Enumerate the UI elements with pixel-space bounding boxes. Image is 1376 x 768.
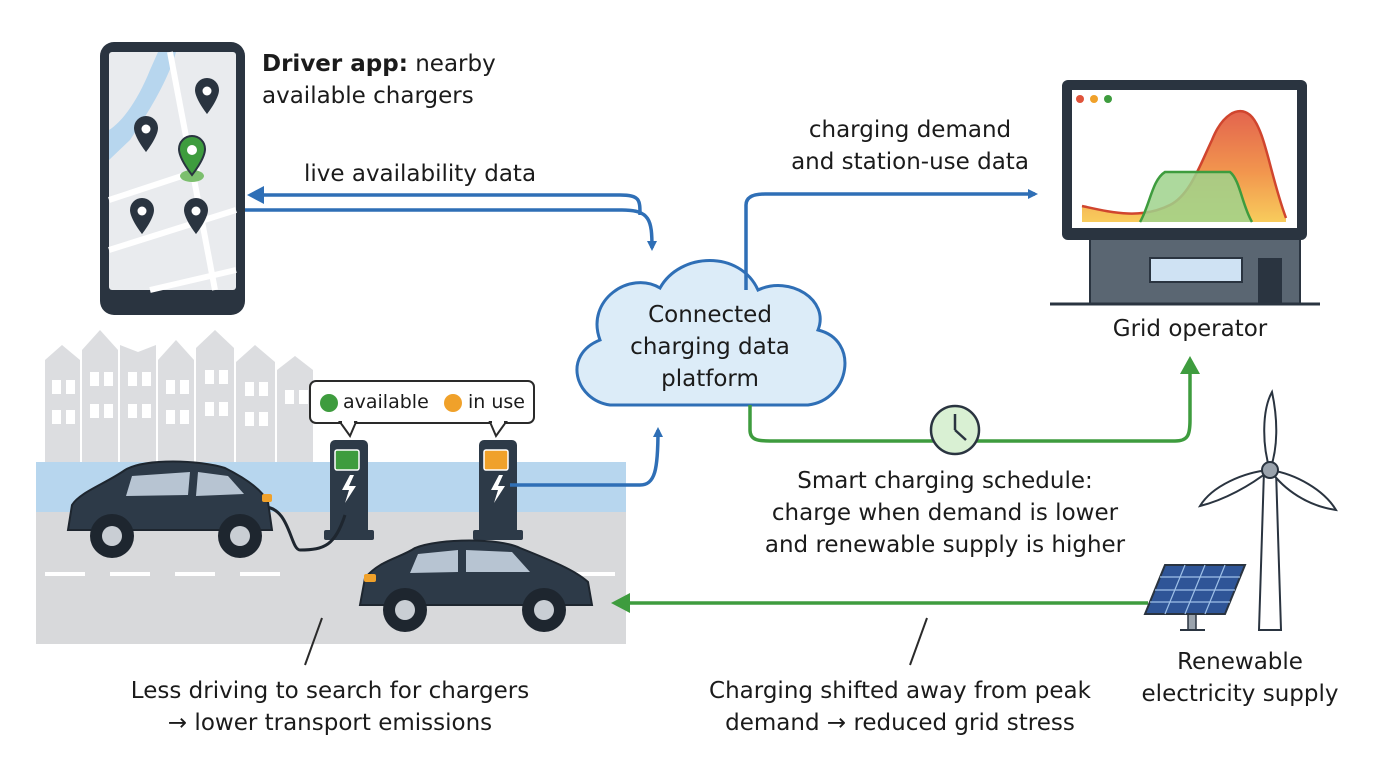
- charging-station-available: [324, 440, 374, 540]
- grid-outcome-1: Charging shifted away from peak: [709, 678, 1091, 704]
- live-availability-label: live availability data: [304, 161, 537, 187]
- driver-app-subtitle: available chargers: [262, 83, 474, 109]
- platform-label-1: Connected: [648, 302, 772, 328]
- platform-label-3: platform: [661, 366, 759, 392]
- in-use-dot: [444, 394, 462, 412]
- arrow-to-grid-operator: [1180, 356, 1200, 374]
- renewable-label-1: Renewable: [1177, 649, 1303, 675]
- schedule-label-1: Smart charging schedule:: [797, 468, 1093, 494]
- driver-app-title: Driver app: nearby: [262, 48, 496, 80]
- transport-outcome-2: → lower transport emissions: [167, 710, 493, 736]
- demand-data-label-1: charging demand: [808, 117, 1012, 143]
- renewable-label-2: electricity supply: [1141, 681, 1339, 707]
- driver-app-title-bold: Driver app:: [262, 51, 408, 77]
- location-pin-icon: [130, 78, 219, 234]
- platform-label-2: charging data: [630, 334, 790, 360]
- pointer-line-grid: [909, 617, 928, 666]
- pointer-line-transport: [304, 617, 323, 666]
- legend-in-use-label: in use: [468, 391, 525, 413]
- charging-station-in-use: [473, 440, 523, 540]
- car-icon-charging: [66, 460, 274, 558]
- charging-cable: [261, 505, 347, 552]
- clock-icon: [929, 404, 981, 456]
- schedule-label-2: charge when demand is lower: [771, 500, 1119, 526]
- available-dot: [320, 394, 338, 412]
- legend-available-label: available: [343, 391, 429, 413]
- grid-outcome-2: demand → reduced grid stress: [725, 710, 1075, 736]
- cloud-icon: [575, 259, 847, 407]
- monitor-chart-icon: [1050, 80, 1320, 306]
- grid-operator-label: Grid operator: [1112, 316, 1268, 342]
- arrow-to-vehicles: [611, 593, 630, 613]
- status-legend: [309, 380, 535, 439]
- driver-app-title-rest: nearby: [407, 51, 496, 77]
- car-icon-driving: [358, 539, 594, 632]
- wind-turbine-icon: [1197, 389, 1338, 631]
- phone-map-icon: [100, 42, 245, 315]
- demand-data-label-2: and station-use data: [791, 149, 1029, 175]
- schedule-label-3: and renewable supply is higher: [764, 532, 1126, 558]
- arrow-to-phone: [247, 186, 264, 204]
- city-skyline-icon: [45, 330, 313, 470]
- data-flow-arrows: [245, 189, 1038, 487]
- transport-outcome-1: Less driving to search for chargers: [130, 678, 530, 704]
- solar-panel-icon: [1143, 564, 1247, 631]
